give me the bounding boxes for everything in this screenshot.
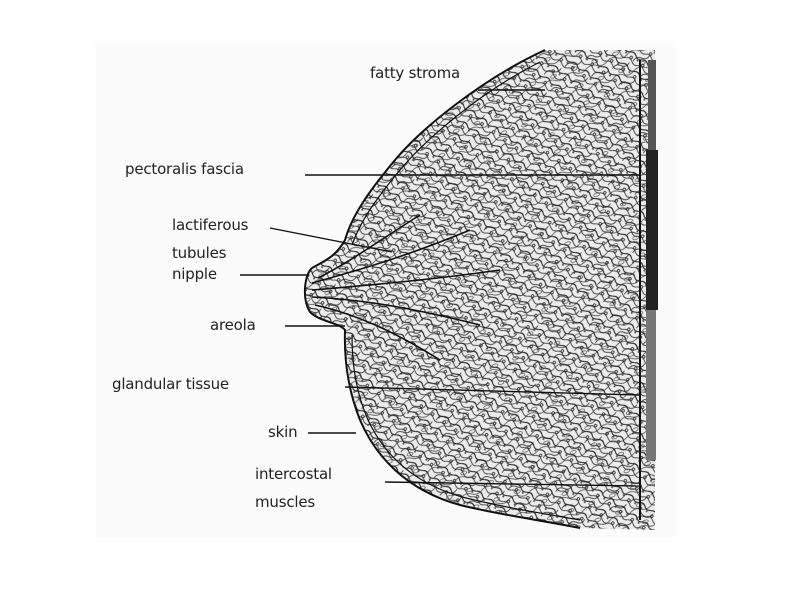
label-fatty-stroma: fatty stroma <box>370 64 460 82</box>
label-nipple: nipple <box>172 265 217 283</box>
leader-lines <box>240 89 641 487</box>
label-glandular-tissue: glandular tissue <box>112 375 229 393</box>
label-muscles: muscles <box>255 493 315 511</box>
leader-glandular-tissue <box>344 386 641 396</box>
label-lactiferous: lactiferous <box>172 216 249 234</box>
label-skin: skin <box>268 423 298 441</box>
lactiferous-ducts <box>311 214 501 361</box>
label-intercostal: intercostal <box>255 465 332 483</box>
leader-lactiferous <box>269 227 393 253</box>
skin-outline <box>304 49 581 529</box>
leader-intercostal <box>384 481 641 487</box>
label-areola: areola <box>210 316 256 334</box>
tissue-region <box>304 50 655 530</box>
label-pectoralis-fascia: pectoralis fascia <box>125 160 244 178</box>
chest-wall <box>639 60 658 520</box>
label-tubules: tubules <box>172 244 227 262</box>
